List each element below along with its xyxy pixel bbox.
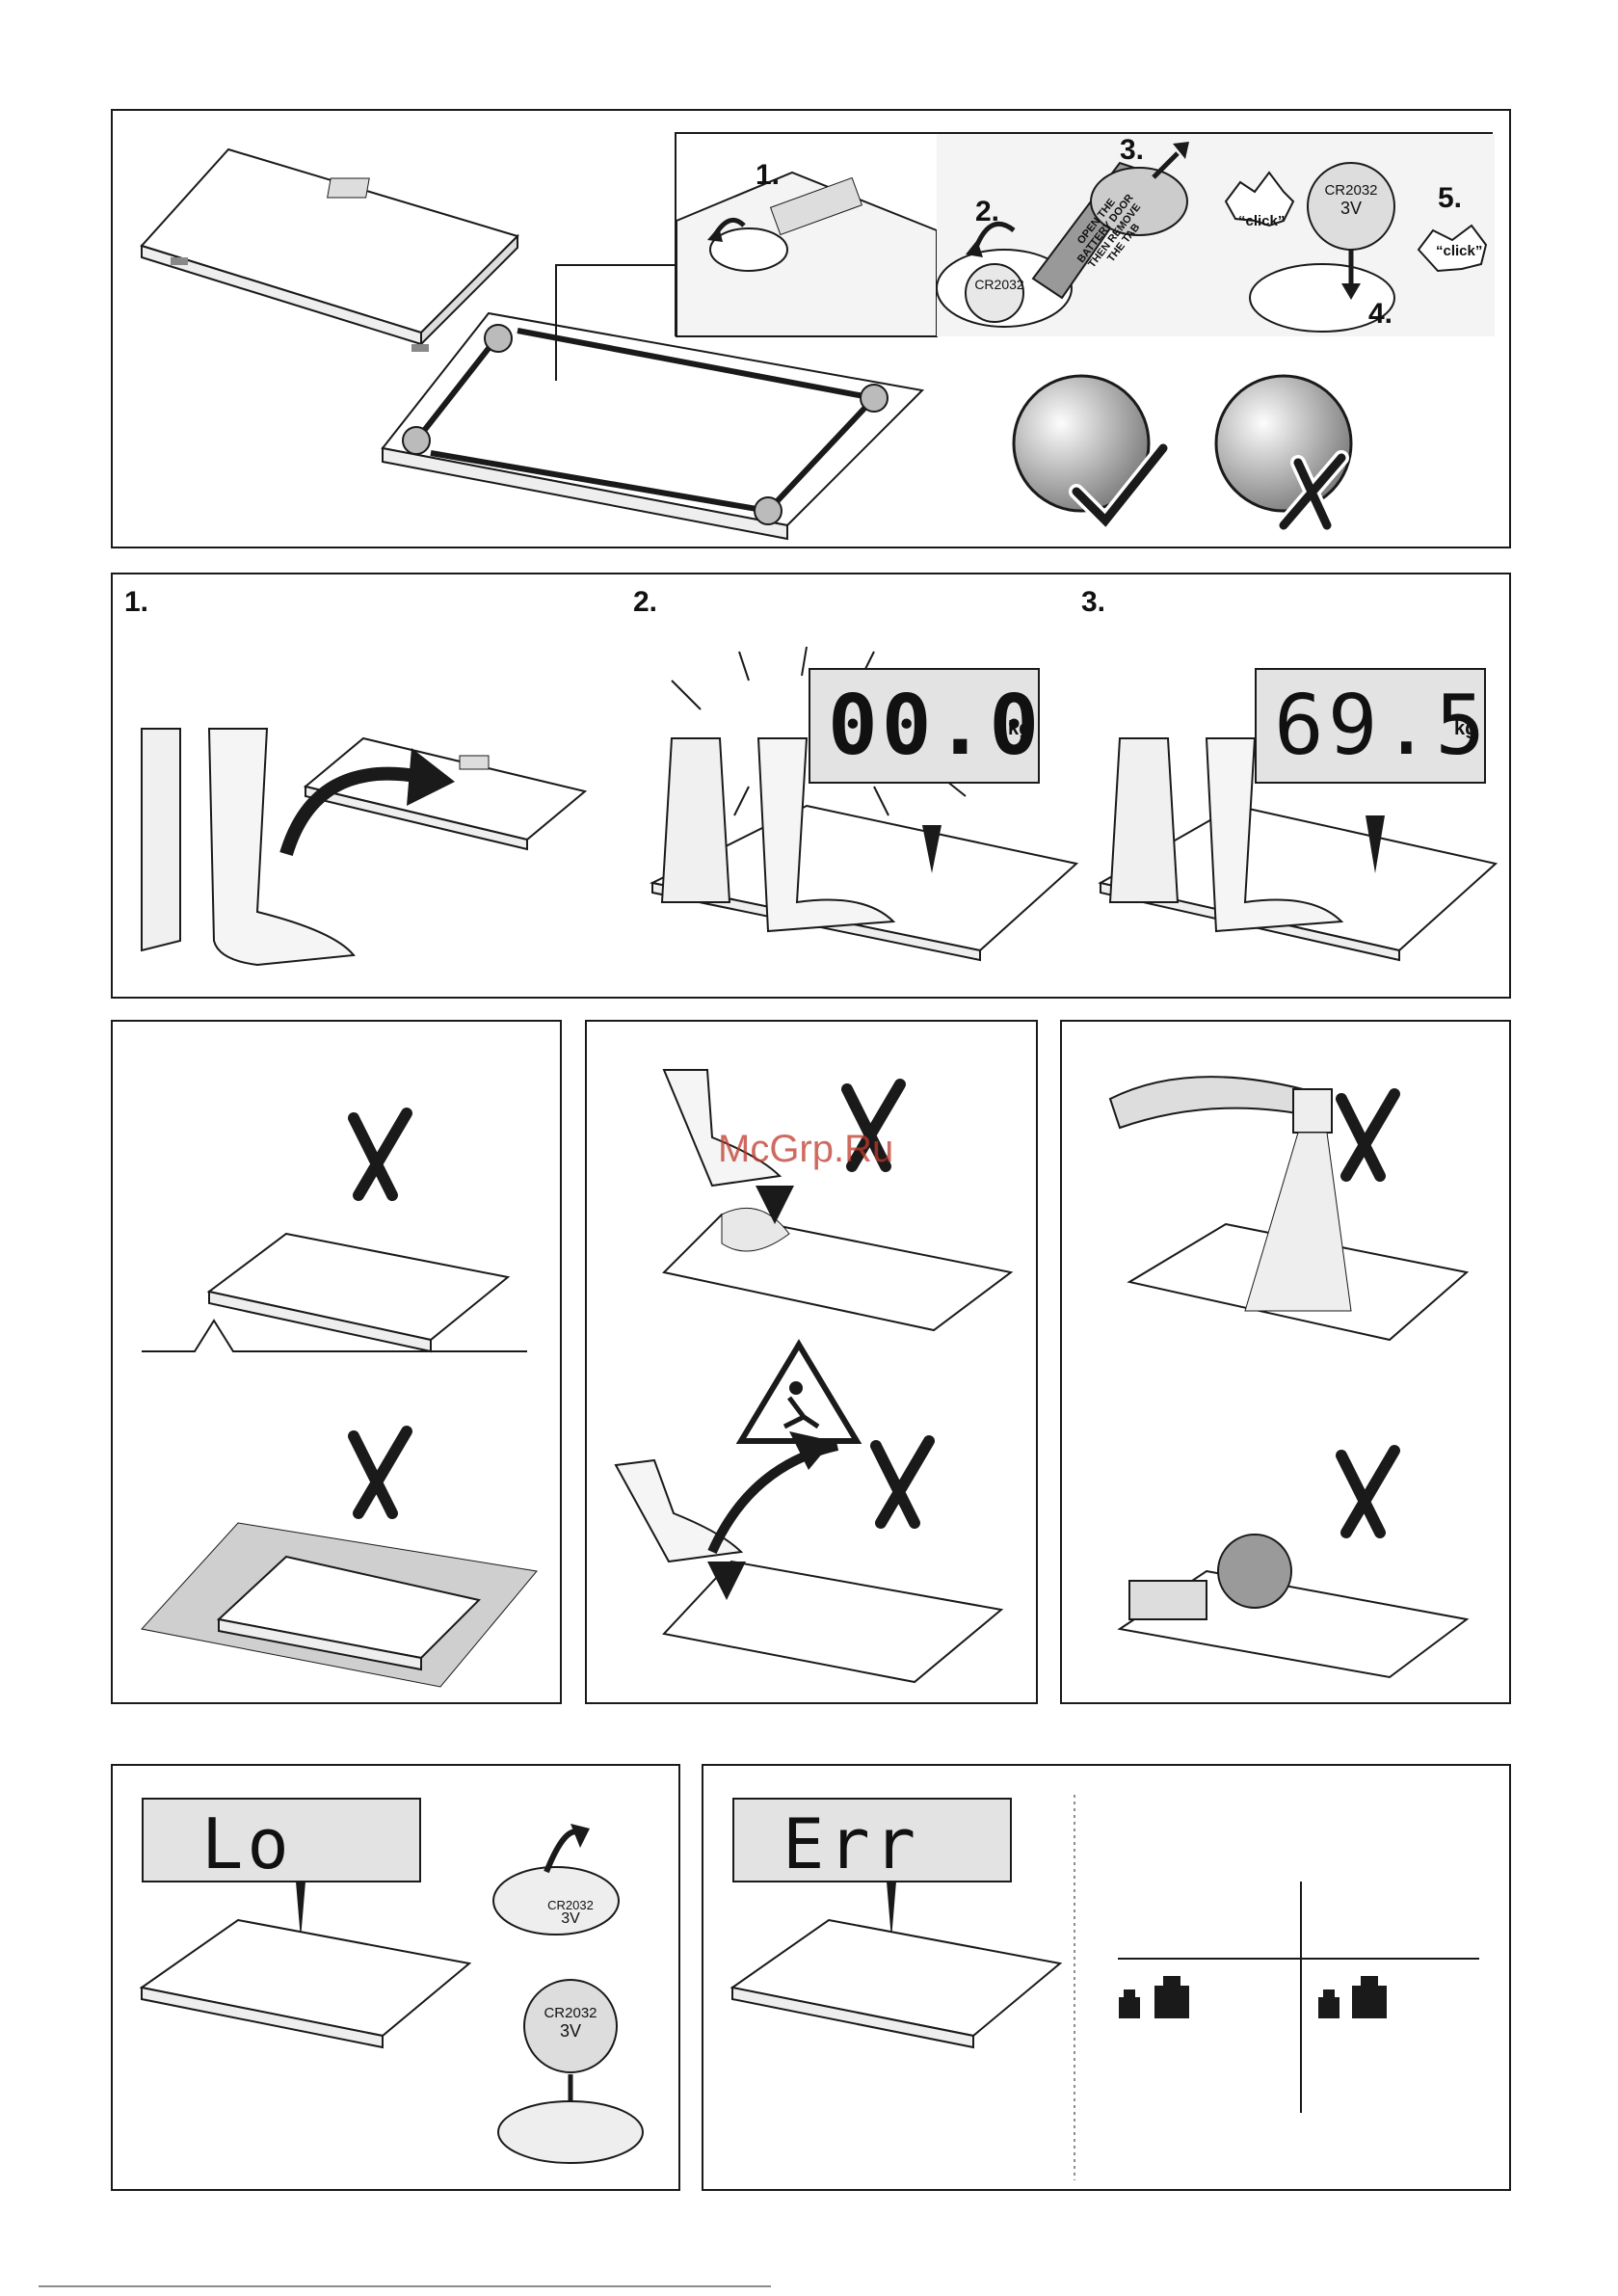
cross-icon [876,1441,929,1523]
wet-warning-panel [585,1020,1038,1704]
weigh-step-2: 2. [633,586,657,619]
battery-voltage: 3V [1322,200,1380,217]
watermark: McGrp.Ru [718,1128,893,1171]
display-zero-unit: kg [1008,718,1030,740]
battery-step-3: 3. [1120,134,1144,167]
battery-voltage: 3V [537,2022,604,2040]
battery-orientation-illustration [1009,371,1414,535]
weight-icon [1119,1976,1189,2018]
scale-low-illustration [142,1882,479,2055]
display-error: Err [732,1798,1012,1882]
scale-error-illustration [732,1882,1070,2055]
display-zero: 00.0 kg [809,668,1040,784]
placement-warning-panel [111,1020,562,1704]
battery-label-step2: CR2032 [970,277,1028,292]
battery-steps-inset: 1. 2. 3. OPEN THE BATTERY DOOR THEN REMO… [675,132,1493,336]
battery-step-1: 1. [756,159,780,192]
battery-model: CR2032 [1322,182,1380,200]
battery-voltage: 3V [537,1912,604,1926]
cross-icon [1341,1094,1394,1176]
display-weight: 69.5 kg [1255,668,1486,784]
footer-rule [39,2284,771,2288]
low-battery-panel: Lo CR2032 3V CR2032 3V [111,1764,680,2191]
water-illustration [1110,1060,1496,1349]
uneven-floor-illustration [142,1089,546,1359]
carpet-illustration [142,1407,546,1687]
low-battery-label-top: CR2032 3V [537,1899,604,1926]
display-error-value: Err [782,1803,919,1884]
step-on-illustration [142,719,614,989]
wet-foot-illustration [664,1070,1021,1330]
battery-step-2: 2. [975,196,999,228]
battery-install-panel: 1. 2. 3. OPEN THE BATTERY DOOR THEN REMO… [111,109,1511,548]
step-one-illustration [676,134,937,336]
overload-panel: Err [702,1764,1511,2191]
display-weight-unit: kg [1454,718,1476,740]
battery-model: CR2032 [970,277,1028,292]
cross-icon [1341,1451,1394,1533]
battery-step-5: 5. [1438,182,1462,215]
battery-replace-illustration [489,1804,652,2180]
capacity-table-illustration [1074,1795,1499,2180]
cross-icon [354,1113,407,1195]
low-battery-label-bottom: CR2032 3V [537,2005,604,2040]
slip-illustration [616,1427,1021,1687]
display-low: Lo [142,1798,421,1882]
care-warning-panel [1060,1020,1511,1704]
step-two-illustration [937,134,1216,336]
weigh-step-1: 1. [124,586,148,619]
weighing-panel: 1. 2. 3. 00.0 kg 69.5 [111,573,1511,999]
weight-icon [1318,1976,1387,2018]
battery-step-4: 4. [1368,298,1393,331]
weigh-step-3: 3. [1081,586,1105,619]
display-low-value: Lo [201,1803,293,1884]
battery-model: CR2032 [537,2005,604,2022]
abrasive-cleaner-illustration [1110,1427,1496,1687]
battery-label-step3: CR2032 3V [1322,182,1380,217]
click-label-left: “click” [1238,213,1285,229]
cross-icon [354,1431,407,1513]
step-three-illustration [1216,134,1495,336]
click-label-right: “click” [1436,243,1482,259]
